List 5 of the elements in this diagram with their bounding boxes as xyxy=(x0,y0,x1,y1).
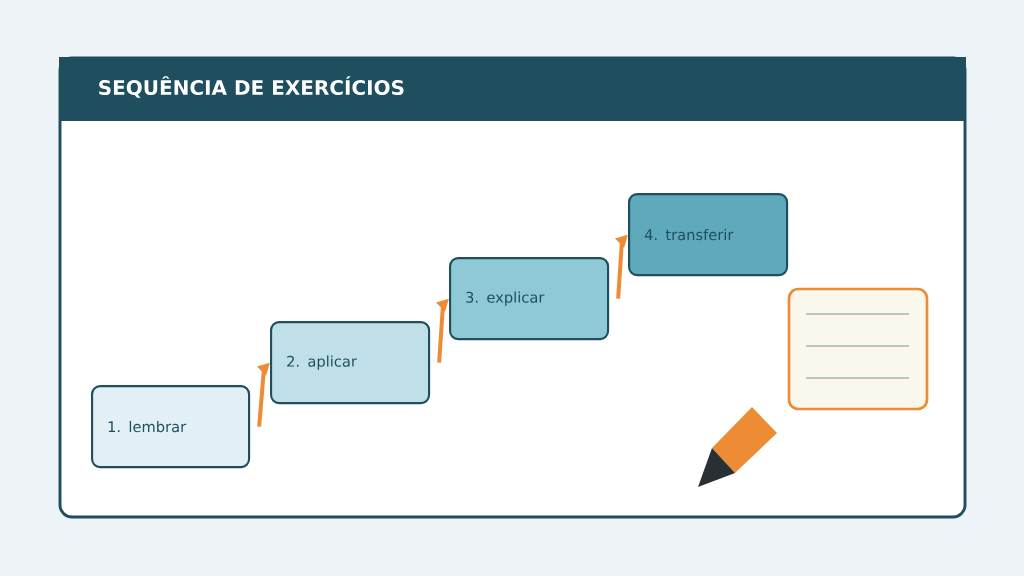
step-box: 4. transferir xyxy=(628,193,789,277)
step-box: 2. aplicar xyxy=(270,321,431,405)
step-box: 3. explicar xyxy=(449,257,610,341)
header-bar: SEQUÊNCIA DE EXERCÍCIOS xyxy=(59,57,966,121)
step-box: 1. lembrar xyxy=(91,385,251,469)
